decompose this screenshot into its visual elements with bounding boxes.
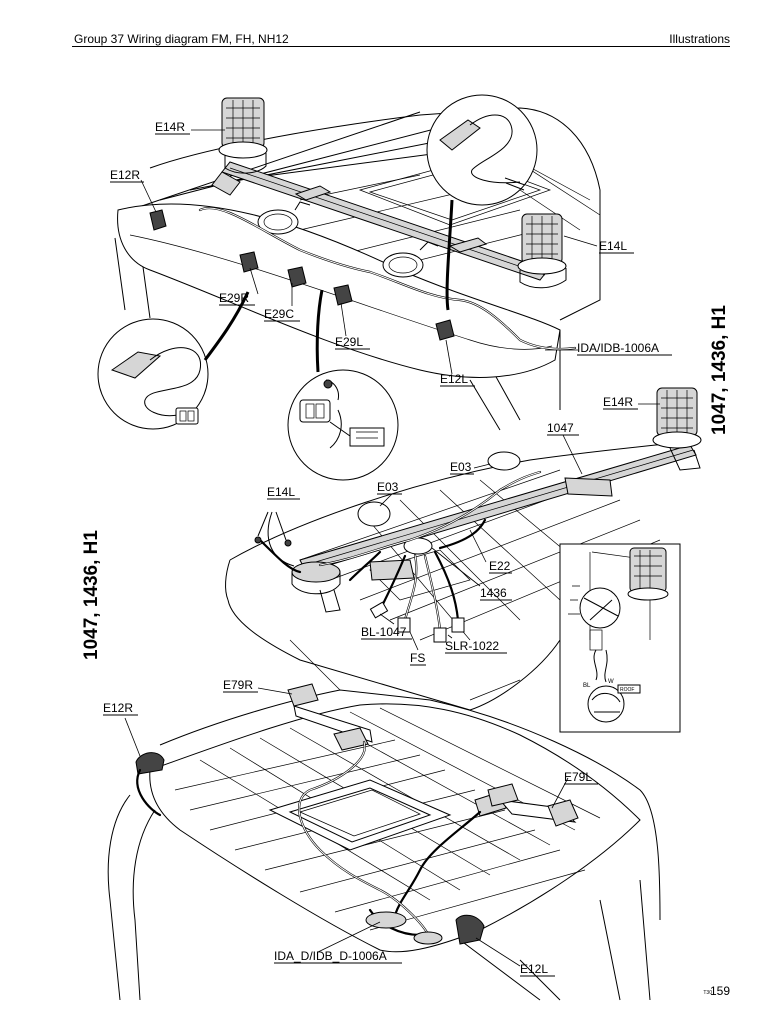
label-e12l-top: E12L xyxy=(440,372,468,386)
beacon-base-e14l-middle xyxy=(291,561,341,613)
label-1047: 1047 xyxy=(547,421,574,435)
page-header-section: Illustrations xyxy=(669,32,730,46)
label-e14l-middle: E14L xyxy=(267,485,295,499)
bottom-roof-view xyxy=(107,683,661,1001)
marker-lamp-e29l xyxy=(333,284,353,306)
detail-circle-left xyxy=(97,318,209,430)
label-e79l: E79L xyxy=(564,770,592,784)
header-rule xyxy=(72,46,730,47)
roof-lamp-e79l xyxy=(474,783,579,827)
marker-lamp-e12l-bottom xyxy=(455,914,485,945)
marker-lamp-e12l-top xyxy=(435,319,455,341)
detail-tag: ROOF xyxy=(620,687,634,693)
page-header-title: Group 37 Wiring diagram FM, FH, NH12 xyxy=(74,32,289,46)
label-bl-1047: BL-1047 xyxy=(361,625,407,639)
variant-label-middle: 1047, 1436, H1 xyxy=(81,530,102,660)
label-ida-bottom: IDA_D/IDB_D-1006A xyxy=(274,949,387,963)
spot-lamp-e03-left xyxy=(357,501,391,527)
detail-circle-connectors xyxy=(287,369,399,481)
middle-roof-view xyxy=(225,387,702,711)
marker-lamp-e12r-bottom xyxy=(135,752,165,775)
beacon-e14r-middle xyxy=(652,387,702,471)
label-e12r-top: E12R xyxy=(110,168,140,182)
top-roof-view xyxy=(97,94,601,481)
roof-lamp-e79r xyxy=(287,683,373,751)
label-e79r: E79R xyxy=(223,678,253,692)
label-e03-right: E03 xyxy=(450,460,472,474)
label-e29r: E29R xyxy=(219,291,249,305)
beacon-e14r-top xyxy=(218,97,268,174)
label-ida-top: IDA/IDB-1006A xyxy=(577,341,659,355)
beacon-e14l-top xyxy=(517,213,567,289)
label-e12l-bottom: E12L xyxy=(520,962,548,976)
detail-label-w: W xyxy=(608,679,614,685)
label-e29c: E29C xyxy=(264,307,294,321)
label-slr-1022: SLR-1022 xyxy=(445,639,499,653)
marker-lamp-e12r-top xyxy=(149,209,167,231)
marker-lamp-e29c xyxy=(287,266,307,288)
detail-label-bl: BL xyxy=(583,683,591,689)
figure-code: T30 xyxy=(703,990,712,996)
detail-circle-top-right xyxy=(426,94,538,206)
variant-label-top: 1047, 1436, H1 xyxy=(709,305,730,435)
label-e29l: E29L xyxy=(335,335,363,349)
label-e03-left: E03 xyxy=(377,480,399,494)
label-e14l-top: E14L xyxy=(599,239,627,253)
label-e14r-middle: E14R xyxy=(603,395,633,409)
label-e22: E22 xyxy=(489,559,511,573)
beacon-mounting-detail xyxy=(559,543,681,733)
spot-lamp-e03-right xyxy=(487,451,521,471)
label-e14r-top: E14R xyxy=(155,120,185,134)
page-number: 159 xyxy=(709,984,730,998)
marker-lamp-e29r xyxy=(239,251,259,273)
label-e12r-bottom: E12R xyxy=(103,701,133,715)
label-fs: FS xyxy=(410,651,425,665)
label-1436: 1436 xyxy=(480,586,507,600)
